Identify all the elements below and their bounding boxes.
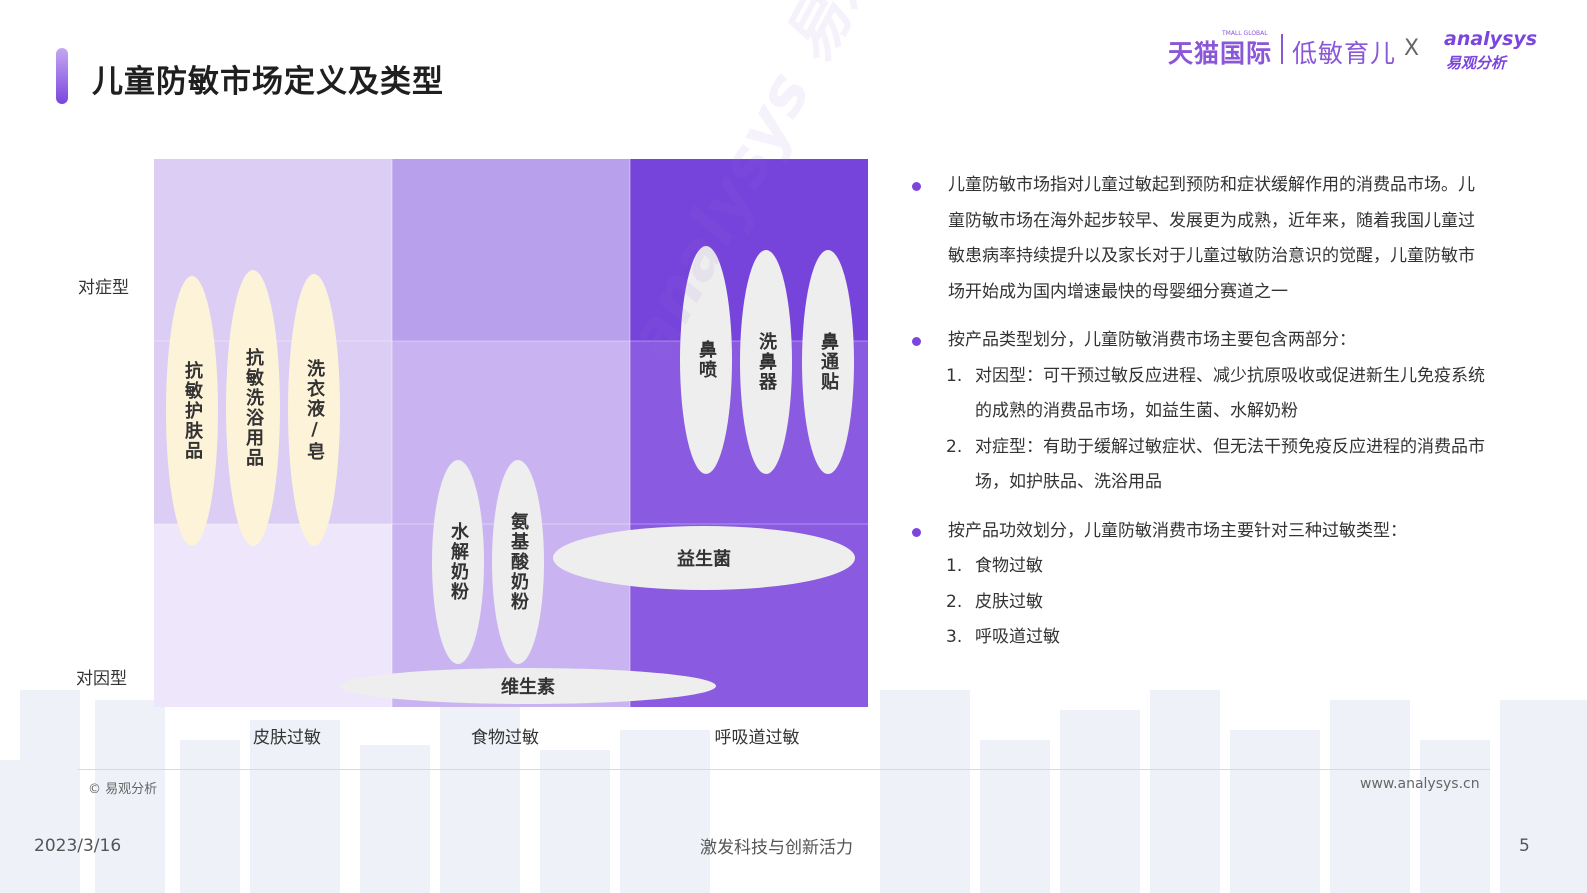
pill-laundry-soap: 洗衣液/皂	[288, 274, 340, 546]
page-number: 5	[1519, 836, 1530, 856]
slogan: 激发科技与创新活力	[700, 838, 853, 858]
pill-probiotics: 益生菌	[553, 526, 855, 590]
x-label-respiratory: 呼吸道过敏	[714, 728, 800, 748]
slide-title: 儿童防敏市场定义及类型	[92, 64, 444, 100]
footer-divider	[78, 769, 1490, 770]
list-text: 对因型：可干预过敏反应进程、减少抗原吸收或促进新生儿免疫系统的成熟的消费品市场，…	[975, 365, 1485, 422]
pill-nasal-spray: 鼻喷	[680, 246, 732, 474]
list-number: 2.	[946, 436, 963, 457]
pill-label: 鼻通贴	[818, 332, 839, 392]
x-label-skin: 皮肤过敏	[253, 728, 321, 748]
list-item: 2. 皮肤过敏	[906, 585, 1486, 621]
pill-amino-acid-formula: 氨基酸奶粉	[492, 460, 544, 664]
pill-nasal-strip: 鼻通贴	[802, 250, 854, 474]
pill-label: 洗鼻器	[756, 332, 777, 392]
pill-label: 氨基酸奶粉	[508, 512, 529, 612]
y-label-causal: 对因型	[76, 669, 127, 689]
list-number: 1.	[946, 365, 963, 386]
pill-label: 鼻喷	[696, 340, 717, 380]
pill-anti-allergy-skincare: 抗敏护肤品	[166, 276, 218, 546]
by-type-heading: 按产品类型划分，儿童防敏消费市场主要包含两部分：	[948, 330, 1356, 350]
list-number: 1.	[946, 556, 963, 576]
list-text: 皮肤过敏	[975, 591, 1043, 612]
description-panel: 儿童防敏市场指对儿童过敏起到预防和症状缓解作用的消费品市场。儿童防敏市场在海外起…	[906, 168, 1486, 656]
list-number: 2.	[946, 591, 963, 612]
list-item: 1. 食物过敏	[906, 549, 1486, 585]
pill-hydrolyzed-formula: 水解奶粉	[432, 460, 484, 664]
list-text: 呼吸道过敏	[975, 627, 1060, 647]
analysys-logo: analysys	[1444, 28, 1538, 50]
pill-label: 抗敏洗浴用品	[243, 348, 264, 468]
website-link[interactable]: www.analysys.cn	[1360, 776, 1480, 792]
pill-vitamins: 维生素	[340, 668, 716, 704]
by-effect-heading: 按产品功效划分，儿童防敏消费市场主要针对三种过敏类型：	[948, 520, 1407, 541]
logo-divider	[1281, 34, 1283, 64]
list-item: 3. 呼吸道过敏	[906, 620, 1486, 656]
slide-date: 2023/3/16	[34, 836, 122, 856]
list-number: 3.	[946, 627, 963, 647]
bullet-dot	[912, 527, 921, 537]
bullet-dot	[912, 182, 921, 191]
title-accent-bar	[56, 48, 68, 104]
bullet-by-effect: 按产品功效划分，儿童防敏消费市场主要针对三种过敏类型：	[906, 514, 1486, 550]
list-text: 对症型：有助于缓解过敏症状、但无法干预免疫反应进程的消费品市场，如护肤品、洗浴用…	[975, 436, 1485, 493]
pill-label: 抗敏护肤品	[182, 361, 203, 461]
pill-label: 洗衣液/皂	[304, 358, 325, 462]
pill-nasal-irrigator: 洗鼻器	[740, 250, 792, 474]
y-label-symptomatic: 对症型	[78, 278, 129, 298]
bullet-definition: 儿童防敏市场指对儿童过敏起到预防和症状缓解作用的消费品市场。儿童防敏市场在海外起…	[906, 168, 1486, 310]
bullet-dot	[912, 337, 921, 346]
low-allergy-logo: 低敏育儿	[1292, 39, 1397, 68]
yiguan-logo: 易观分析	[1446, 54, 1507, 72]
bullet-by-type: 按产品类型划分，儿童防敏消费市场主要包含两部分：	[906, 323, 1486, 359]
x-label-food: 食物过敏	[471, 728, 539, 748]
pill-label: 水解奶粉	[448, 522, 469, 602]
copyright: © 易观分析	[88, 782, 158, 797]
pill-anti-allergy-bath: 抗敏洗浴用品	[226, 270, 280, 546]
list-text: 食物过敏	[975, 556, 1043, 576]
list-item: 1. 对因型：可干预过敏反应进程、减少抗原吸收或促进新生儿免疫系统的成熟的消费品…	[906, 359, 1486, 430]
collab-x: X	[1404, 36, 1420, 61]
tmall-global-logo: 天猫国际	[1168, 39, 1273, 68]
cell-skin-bottom	[154, 524, 392, 707]
tmall-global-sublogo: TMALL GLOBAL	[1222, 30, 1268, 37]
definition-text: 儿童防敏市场指对儿童过敏起到预防和症状缓解作用的消费品市场。儿童防敏市场在海外起…	[948, 175, 1475, 302]
list-item: 2. 对症型：有助于缓解过敏症状、但无法干预免疫反应进程的消费品市场，如护肤品、…	[906, 430, 1486, 501]
cell-food-top	[392, 159, 630, 341]
